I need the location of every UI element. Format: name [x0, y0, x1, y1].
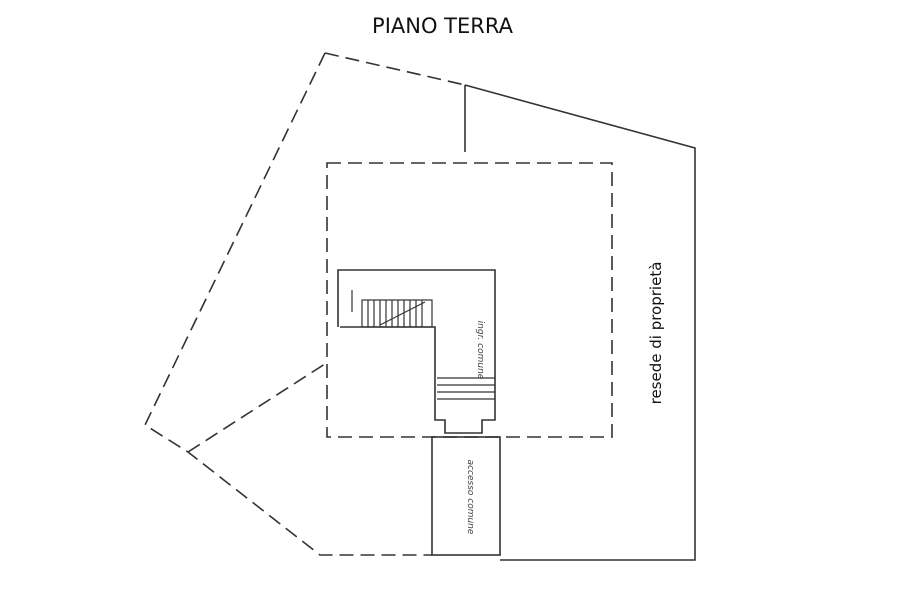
property-boundary	[143, 52, 696, 561]
common-access-corridor: accesso comune	[431, 436, 501, 556]
common-entrance: ingr. comune	[337, 269, 496, 434]
entrance-label: ingr. comune	[475, 321, 485, 380]
plan-title: PIANO TERRA	[372, 14, 513, 38]
resede-label: resede di proprietà	[647, 262, 665, 405]
access-label: accesso comune	[465, 460, 475, 535]
